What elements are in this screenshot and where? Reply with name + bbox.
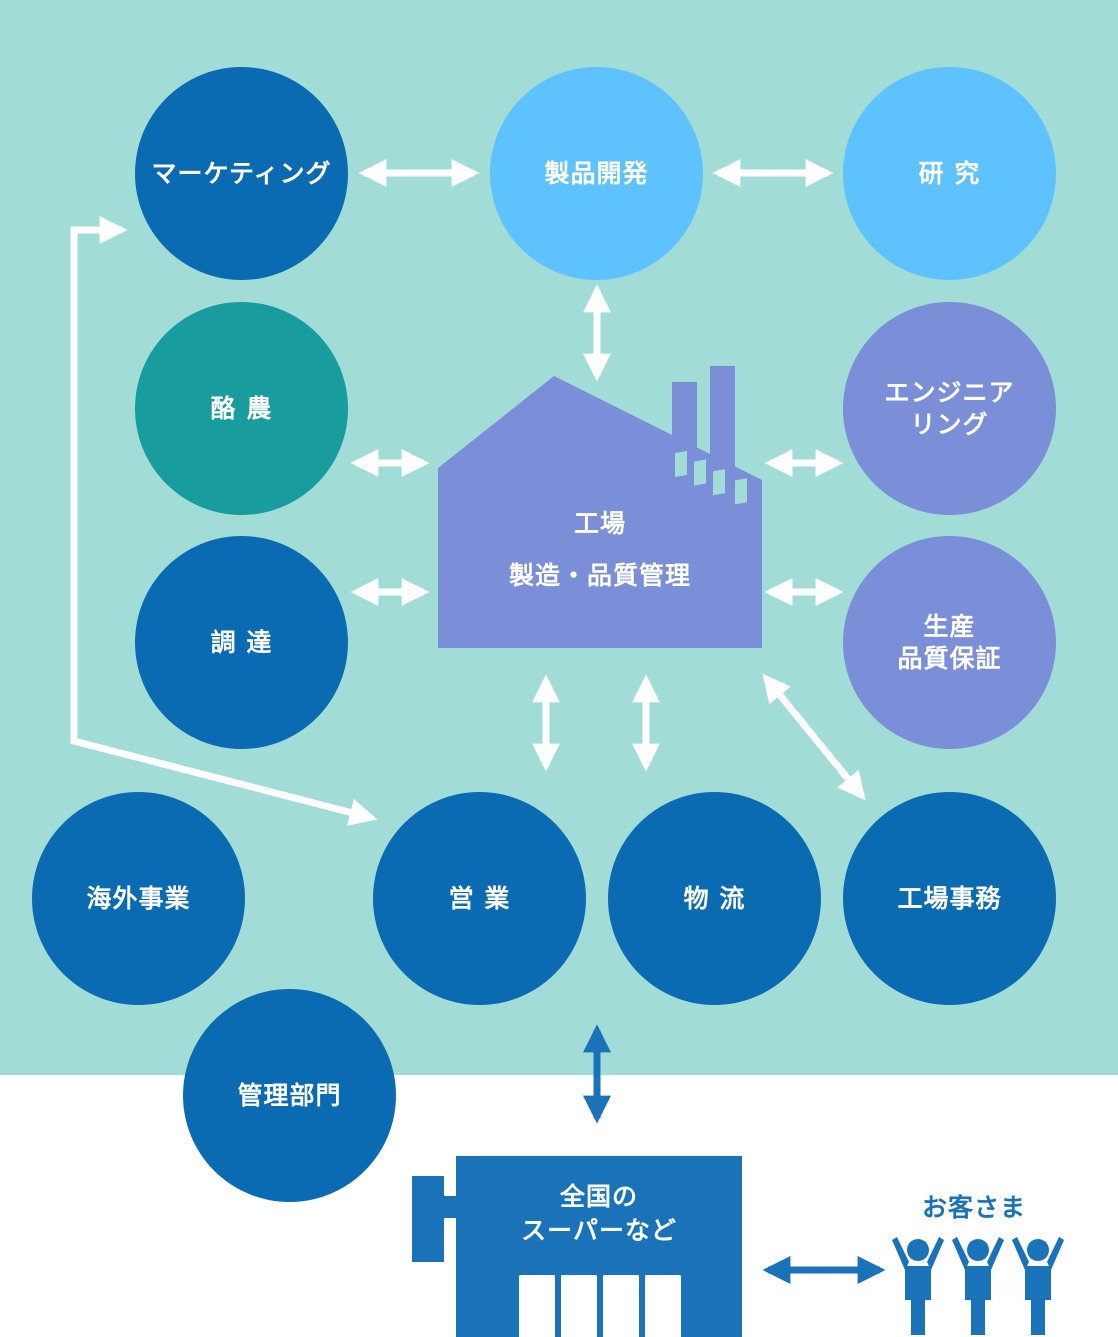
node-sales-label: 営 業: [448, 883, 511, 913]
arrow-factory-factory-office: [762, 673, 866, 801]
factory-icon: [438, 366, 762, 648]
node-overseas: 海外事業: [32, 792, 245, 1005]
customers-icon: [892, 1237, 1064, 1335]
node-product-dev-label: 製品開発: [544, 158, 649, 188]
store-label: 全国の スーパーなど: [456, 1180, 742, 1248]
customers-label: お客さま: [922, 1193, 1027, 1222]
node-admin-label: 管理部門: [237, 1080, 342, 1110]
node-procurement: 調 達: [135, 536, 348, 749]
node-production-qa-line1: 生産: [923, 612, 976, 642]
node-marketing: マーケティング: [135, 67, 348, 280]
node-engineering-line1: エンジニア: [884, 378, 1015, 408]
node-marketing-label: マーケティング: [151, 158, 332, 188]
node-admin: 管理部門: [183, 989, 396, 1202]
store-label-line2: スーパーなど: [521, 1215, 677, 1245]
node-product-dev: 製品開発: [490, 67, 703, 280]
node-factory-office: 工場事務: [843, 792, 1056, 1005]
node-engineering-line2: リング: [910, 409, 989, 439]
factory-title: 工場: [573, 509, 626, 538]
store-icon: [412, 1156, 742, 1337]
node-production-qa: 生産 品質保証: [843, 536, 1056, 749]
node-production-qa-line2: 品質保証: [897, 643, 1002, 673]
node-logistics: 物 流: [608, 792, 821, 1005]
node-research-label: 研 究: [918, 158, 981, 188]
node-procurement-label: 調 達: [210, 627, 273, 657]
factory-subtitle: 製造・品質管理: [508, 561, 691, 590]
node-factory-office-label: 工場事務: [897, 883, 1002, 913]
node-sales: 営 業: [373, 792, 586, 1005]
node-engineering: エンジニア リング: [843, 302, 1056, 515]
arrow-sales-marketing: [70, 216, 378, 826]
node-dairy: 酪 農: [135, 302, 348, 515]
node-overseas-label: 海外事業: [86, 883, 191, 913]
node-logistics-label: 物 流: [683, 883, 746, 913]
store-label-line1: 全国の: [559, 1182, 638, 1211]
node-dairy-label: 酪 農: [210, 393, 273, 423]
node-research: 研 究: [843, 67, 1056, 280]
